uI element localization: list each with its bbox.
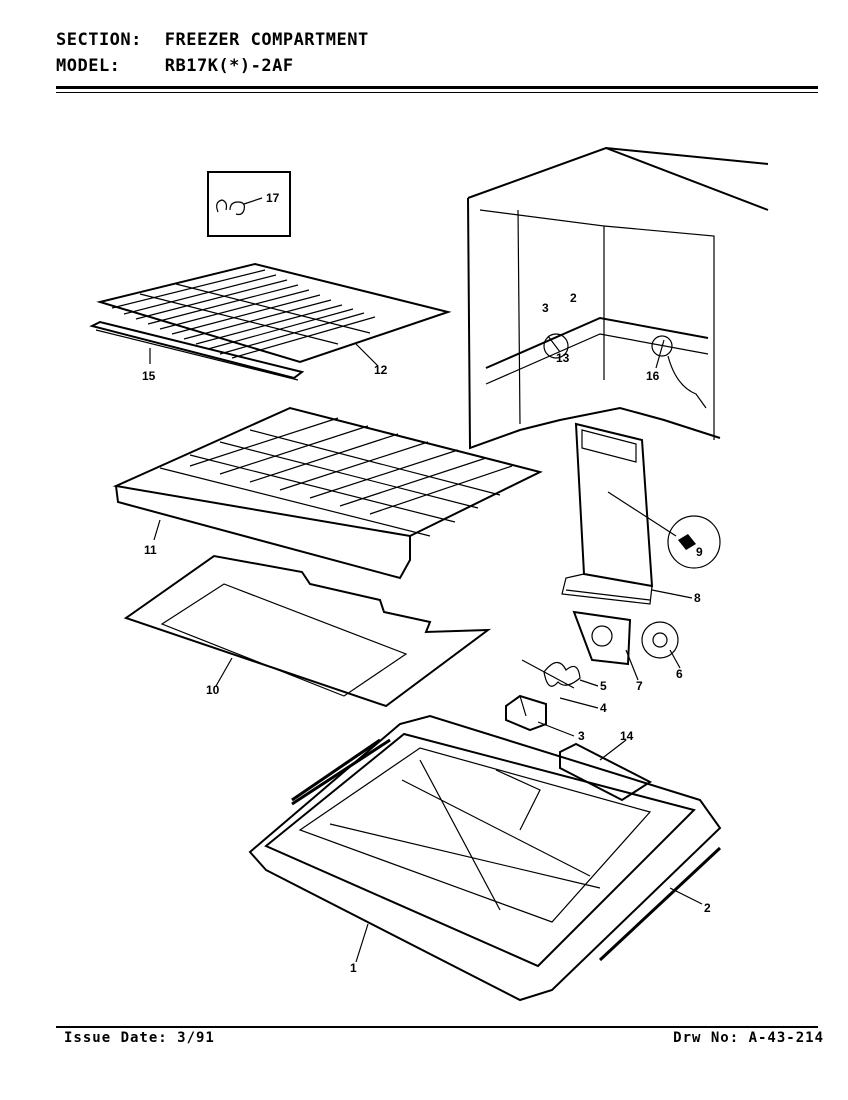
header-rule-thick — [56, 86, 818, 89]
callout-9: 9 — [696, 545, 703, 559]
part-9-screw-detail — [607, 491, 721, 569]
callout-15: 15 — [142, 369, 156, 383]
callout-2-cabinet: 2 — [570, 291, 577, 305]
drawing-number: Drw No: A-43-214 — [673, 1030, 824, 1046]
callout-10: 10 — [206, 683, 220, 697]
callout-5: 5 — [600, 679, 607, 693]
callout-7: 7 — [636, 679, 643, 693]
section-header: SECTION: FREEZER COMPARTMENT — [56, 30, 369, 50]
model-header: MODEL: RB17K(*)-2AF — [56, 56, 294, 76]
part-2-gasket — [291, 738, 722, 962]
section-key: SECTION: — [56, 30, 142, 50]
model-key: MODEL: — [56, 56, 121, 76]
callout-1: 1 — [350, 961, 357, 975]
part-5-fan-blade — [521, 659, 581, 689]
callout-3: 3 — [578, 729, 585, 743]
callout-13: 13 — [556, 351, 570, 365]
part-7-fan-bracket — [572, 610, 632, 666]
callout-17: 17 — [266, 191, 280, 205]
part-1-freezer-pan — [248, 714, 722, 1002]
part-12-wire-shelf — [96, 262, 452, 364]
callout-12: 12 — [374, 363, 388, 377]
part-11-freezer-shelf — [112, 406, 543, 580]
part-3-fan-motor — [505, 694, 547, 732]
callout-2: 2 — [704, 901, 711, 915]
header-rule-thin — [56, 92, 818, 93]
footer-rule — [56, 1026, 818, 1028]
model-value: RB17K(*)-2AF — [164, 56, 294, 76]
callout-6: 6 — [676, 667, 683, 681]
callout-16: 16 — [646, 369, 660, 383]
part-6-grommet — [641, 621, 679, 659]
callout-3-cabinet: 3 — [542, 301, 549, 315]
callout-14: 14 — [620, 729, 634, 743]
section-value: FREEZER COMPARTMENT — [164, 30, 369, 50]
callout-11: 11 — [144, 543, 157, 557]
callout-8: 8 — [694, 591, 701, 605]
cabinet-freezer-interior — [467, 146, 769, 450]
callout-4: 4 — [600, 701, 607, 715]
part-15-trim-strip — [89, 320, 305, 381]
issue-date: Issue Date: 3/91 — [64, 1030, 215, 1046]
part-8-air-duct — [561, 422, 654, 605]
leader-lines — [149, 335, 703, 963]
part-17-inset — [207, 171, 291, 237]
part-10-liner-panel — [123, 554, 492, 708]
part-14-cover — [559, 742, 653, 802]
